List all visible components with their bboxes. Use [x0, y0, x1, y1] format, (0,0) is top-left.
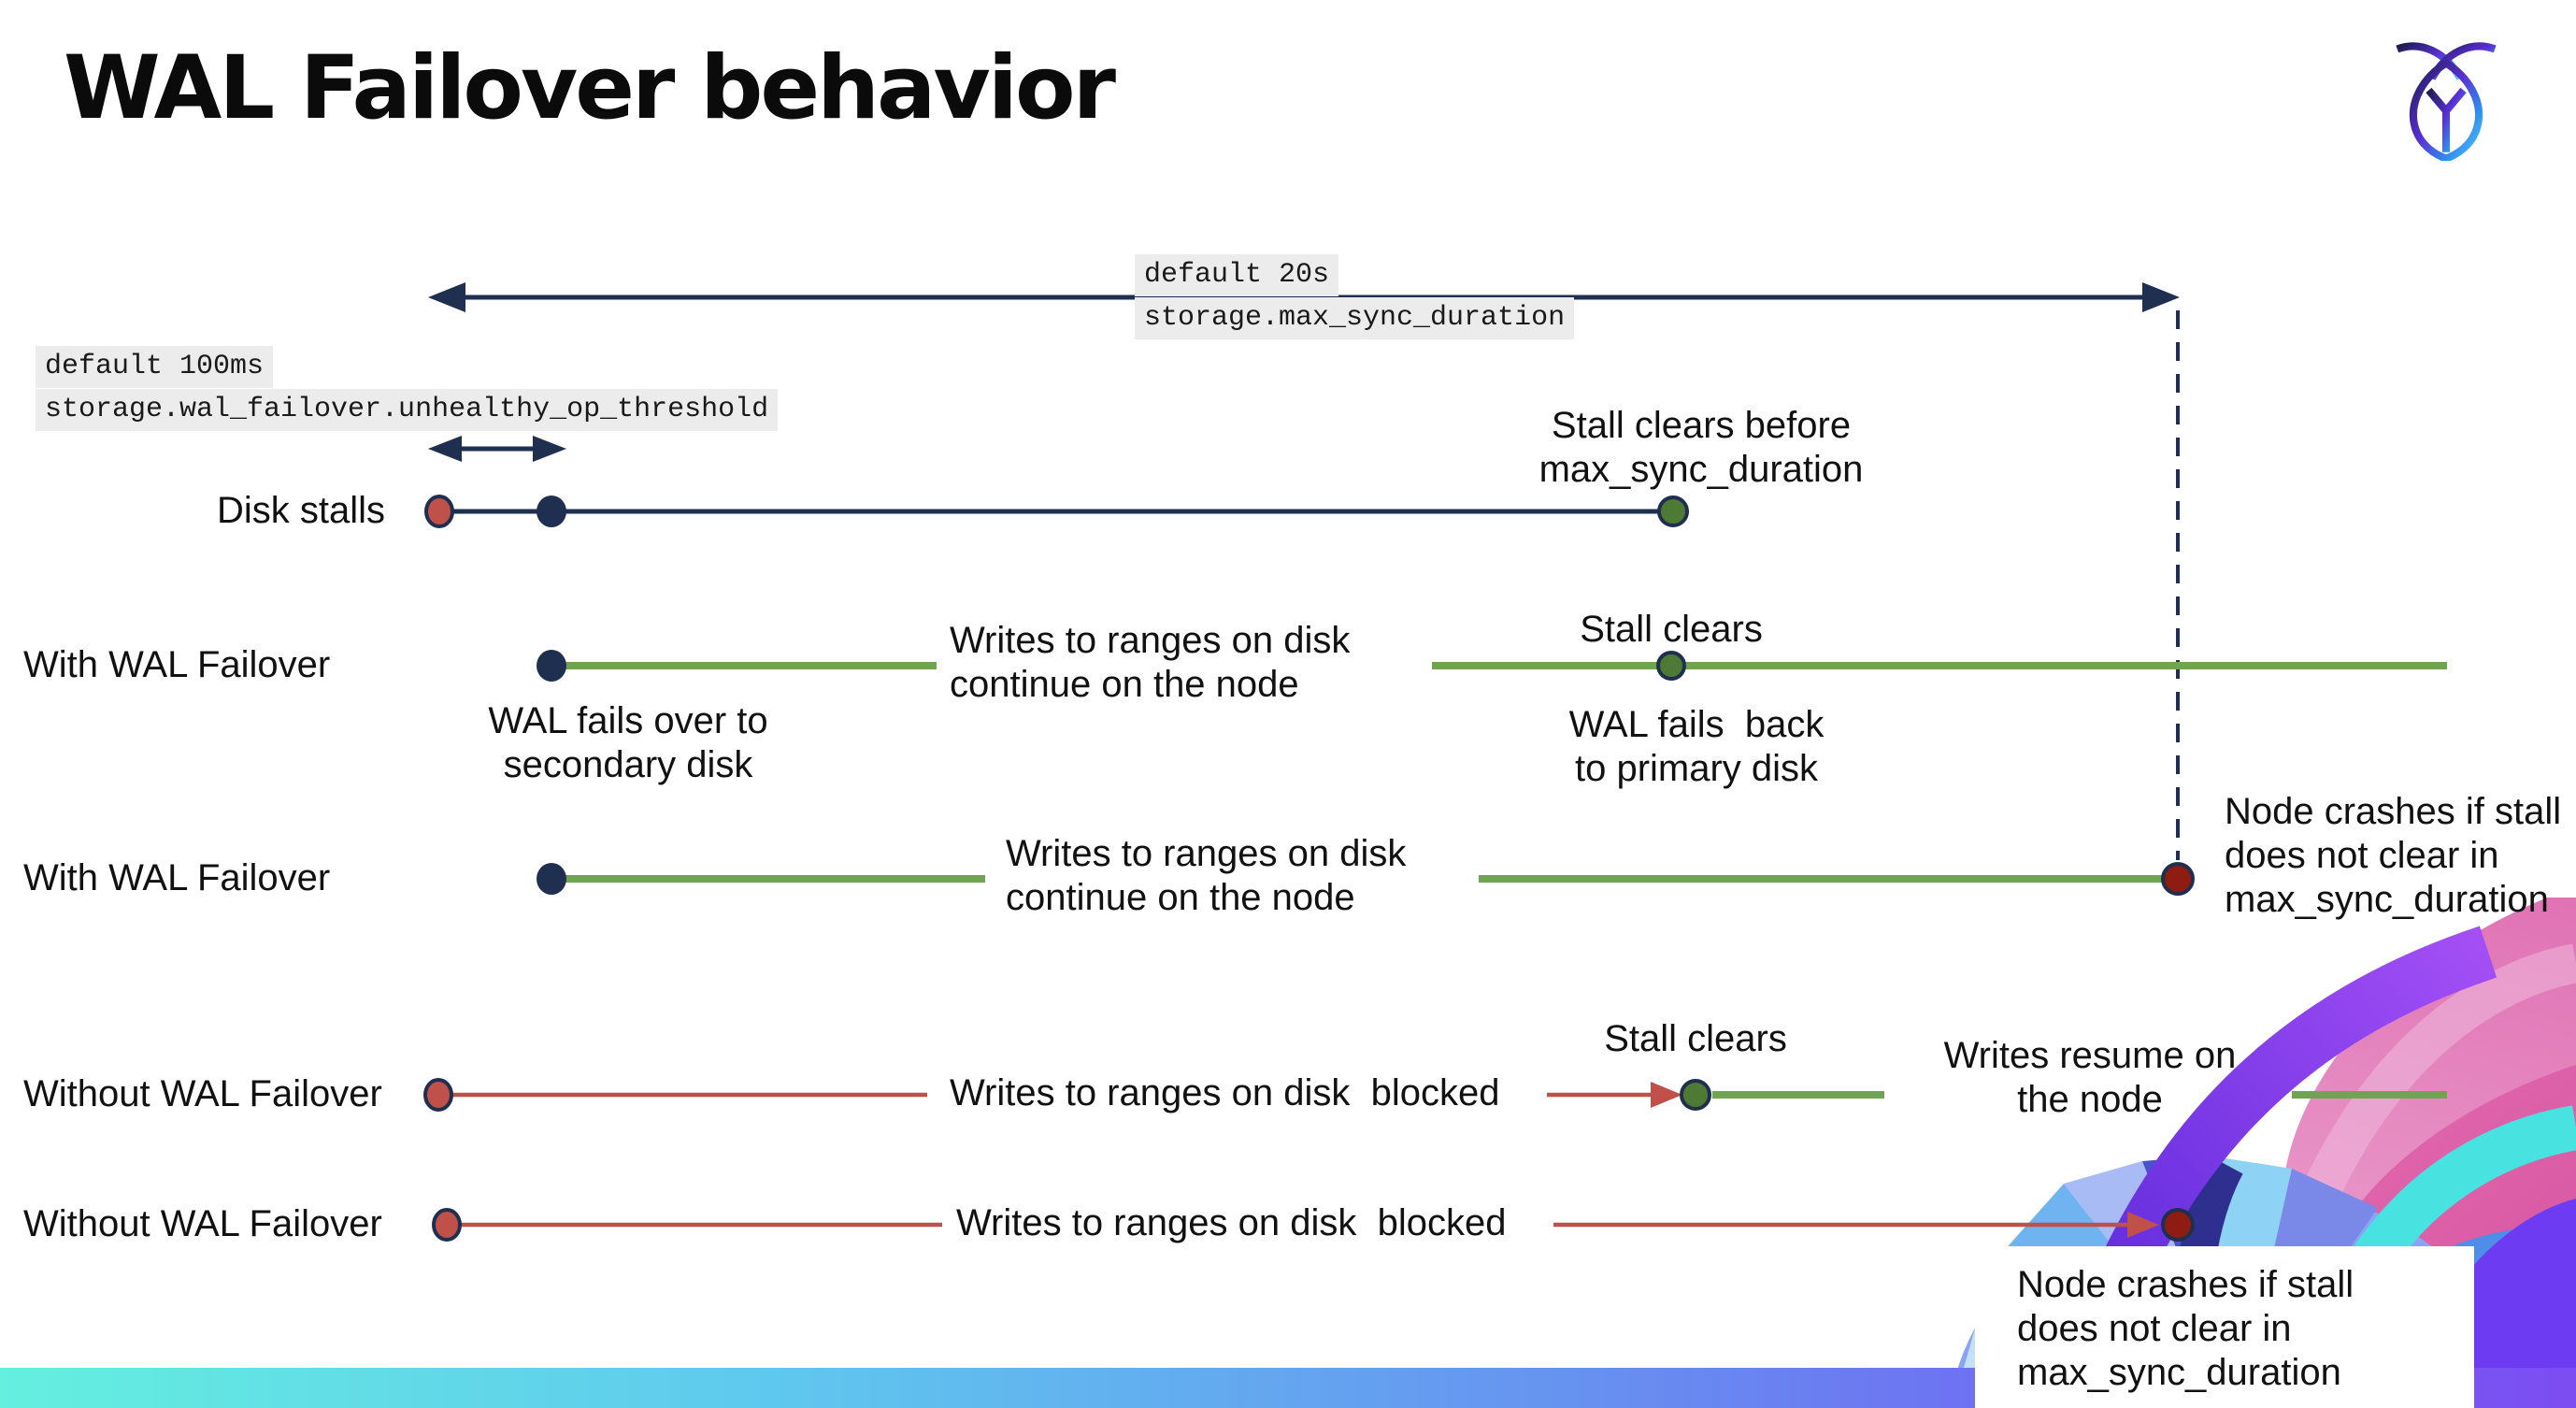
timeline-with-failover-crash — [537, 862, 2195, 896]
setting-name: storage.max_sync_duration — [1135, 297, 1575, 339]
arrowhead-left-icon — [428, 282, 465, 312]
note-stall-clears-row2: Stall clears — [1580, 609, 1763, 650]
node-crash-dot — [2161, 1208, 2195, 1242]
stall-start-dot — [424, 495, 454, 528]
note-wal-fails-over: WAL fails over to secondary disk — [488, 700, 768, 785]
timeline-without-failover-crash — [432, 1208, 2195, 1242]
note-wal-fails-back: WAL fails back to primary disk — [1568, 704, 1825, 789]
stall-start-dot — [432, 1208, 462, 1242]
note-writes-continue-row3: Writes to ranges on disk continue on the… — [1006, 833, 1407, 918]
arrowhead-right-icon — [533, 436, 566, 462]
timeline-with-failover-clears — [537, 650, 2447, 682]
timeline-without-failover-clears — [423, 1078, 2447, 1112]
row-label-disk-stalls: Disk stalls — [217, 490, 386, 531]
timeline-disk-stalls — [424, 495, 1689, 528]
failover-dot — [537, 650, 566, 682]
failover-dot — [537, 863, 566, 895]
row-label-with-wal-failover-2: With WAL Failover — [23, 857, 331, 898]
max-sync-duration-setting-label: default 20s storage.max_sync_duration — [1135, 254, 1575, 339]
body-outline — [2409, 58, 2483, 161]
row-label-without-wal-failover-1: Without WAL Failover — [23, 1073, 382, 1114]
arrowhead-right-icon — [2142, 282, 2180, 312]
note-stall-clears-before: Stall clears before max_sync_duration — [1538, 405, 1864, 490]
stall-clears-dot — [1657, 496, 1689, 527]
note-writes-continue-row2: Writes to ranges on disk continue on the… — [950, 620, 1351, 705]
note-writes-blocked-row4: Writes to ranges on disk blocked — [950, 1072, 1500, 1113]
note-writes-resume: Writes resume on the node — [1943, 1035, 2237, 1120]
art-pink-highlight-arc — [2281, 943, 2576, 1251]
node-crash-dot — [2161, 862, 2195, 896]
stall-clears-dot — [1680, 1079, 1711, 1111]
stall-start-dot — [423, 1078, 453, 1112]
setting-default-value: default 100ms — [36, 346, 274, 388]
stall-clears-dot — [1656, 651, 1686, 681]
cockroachdb-logo-icon — [2396, 42, 2497, 161]
unhealthy-op-threshold-setting-label: default 100ms storage.wal_failover.unhea… — [36, 346, 779, 431]
row-label-without-wal-failover-2: Without WAL Failover — [23, 1203, 382, 1244]
arrowhead-right-icon — [2127, 1212, 2159, 1238]
page-title: WAL Failover behavior — [64, 37, 1116, 139]
crash-note-without-failover: Node crashes if stall does not clear in … — [2017, 1264, 2354, 1393]
note-node-crashes-row3: Node crashes if stall does not clear in … — [2225, 791, 2562, 920]
row-label-with-wal-failover-1: With WAL Failover — [23, 644, 331, 685]
setting-name: storage.wal_failover.unhealthy_op_thresh… — [36, 389, 779, 431]
note-stall-clears-row4: Stall clears — [1604, 1018, 1787, 1059]
threshold-reached-dot — [537, 496, 566, 527]
note-writes-blocked-row5: Writes to ranges on disk blocked — [956, 1202, 1507, 1243]
unhealthy-op-threshold-arrow — [428, 436, 566, 462]
crash-note-box: Node crashes if stall does not clear in … — [1975, 1246, 2474, 1408]
body-stem — [2426, 87, 2467, 152]
arrowhead-left-icon — [428, 436, 462, 462]
setting-default-value: default 20s — [1135, 254, 1339, 296]
arrowhead-right-icon — [1651, 1082, 1682, 1108]
